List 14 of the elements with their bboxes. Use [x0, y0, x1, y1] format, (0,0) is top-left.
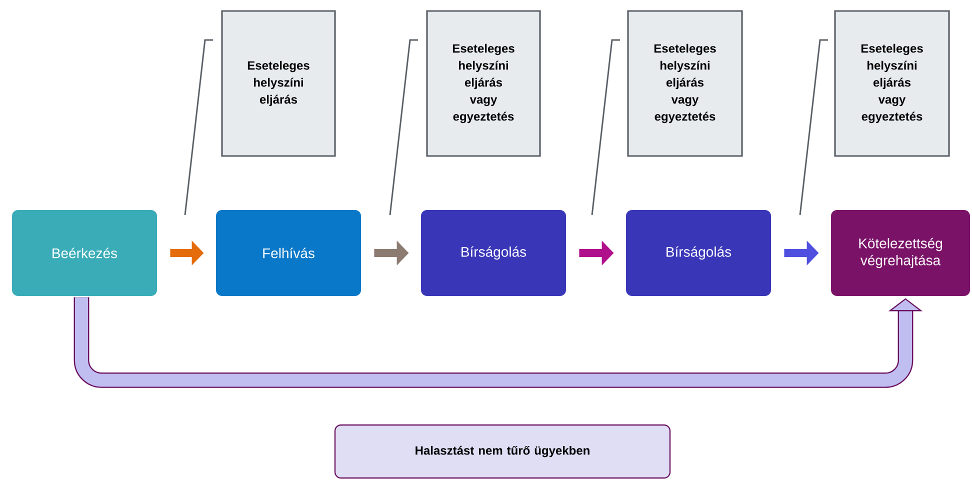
callout-box: Eseteleges helyszíni eljárás vagy egyeztetés	[627, 10, 743, 157]
process-box: Felhívás	[216, 210, 361, 296]
leader-line	[389, 39, 418, 216]
leader-line	[591, 39, 620, 216]
process-box: Bírságolás	[626, 210, 771, 296]
leader-line	[184, 39, 213, 216]
note-box: Halasztást nem tűrő ügyekben	[334, 424, 671, 479]
callout-box: Eseteleges helyszíni eljárás vagy egyeztetés	[834, 10, 950, 157]
callout-box: Eseteleges helyszíni eljárás vagy egyeztetés	[426, 10, 541, 157]
process-box: Beérkezés	[12, 210, 157, 296]
process-box: Bírságolás	[421, 210, 566, 296]
process-box: Kötelezettség végrehajtása	[831, 210, 970, 296]
callout-box: Eseteleges helyszíni eljárás	[221, 10, 336, 157]
leader-line	[799, 39, 828, 216]
